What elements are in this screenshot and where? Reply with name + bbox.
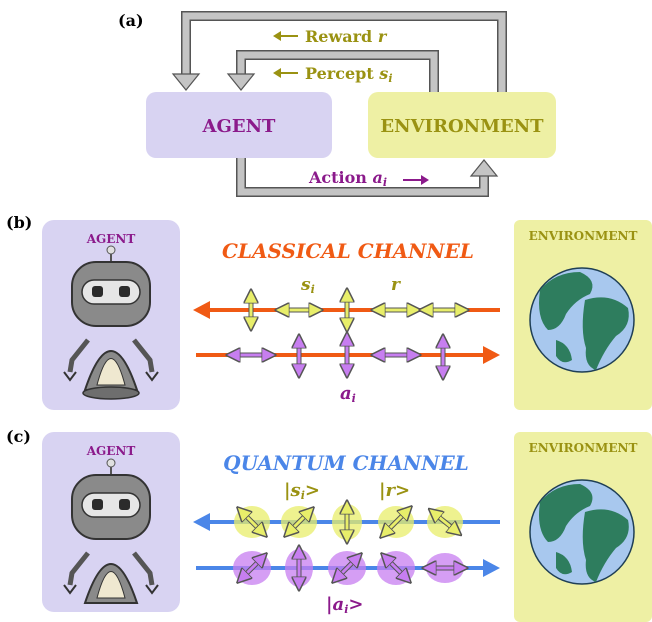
- agent-label-c: AGENT: [86, 444, 136, 458]
- ket-a-sub: i: [344, 603, 348, 616]
- action-arrowhead: [469, 159, 499, 177]
- panel-a-tag: (a): [118, 11, 144, 30]
- label-a: ai: [340, 383, 356, 405]
- percept-loop: [237, 51, 438, 115]
- robot-left-arm: [67, 338, 90, 373]
- environment-label-c: ENVIRONMENT: [529, 441, 638, 455]
- ket-s-close: >: [305, 480, 320, 501]
- label-s: si: [300, 275, 315, 296]
- robot-left-arm: [67, 551, 90, 586]
- ket-a: |ai>: [326, 594, 364, 616]
- percept-label: Percept si: [273, 64, 393, 85]
- ket-s-sub: i: [301, 489, 305, 502]
- percept-text: Percept: [305, 64, 374, 83]
- environment-label-b: ENVIRONMENT: [529, 229, 638, 243]
- percept-arrowhead: [226, 73, 256, 91]
- quantum-yellow-qubits: [234, 504, 463, 540]
- panel-b-tag: (b): [6, 213, 32, 232]
- classical-yellow-arrows: [251, 293, 464, 327]
- globe-c: [529, 479, 635, 585]
- svg-text:Action ai: Action ai: [308, 168, 387, 189]
- percept-subscript: i: [388, 72, 392, 85]
- panel-c-tag: (c): [6, 427, 31, 446]
- label-s-main: s: [300, 275, 311, 295]
- agent-label: AGENT: [202, 116, 277, 137]
- classical-channel-title: CLASSICAL CHANNEL: [222, 239, 474, 263]
- percept-symbol: s: [378, 64, 388, 83]
- ket-a-close: >: [348, 594, 363, 615]
- quantum-channel-title: QUANTUM CHANNEL: [223, 451, 469, 475]
- agent-box: [146, 92, 332, 158]
- action-subscript: i: [383, 176, 387, 189]
- robot-right-arm: [132, 338, 155, 373]
- action-loop: [237, 150, 488, 196]
- classical-purple-arrows: [231, 337, 443, 375]
- svg-text:Reward r: Reward r: [305, 27, 388, 46]
- label-a-main: a: [340, 383, 352, 404]
- ket-a-main: |a: [326, 594, 344, 615]
- agent-label-b: AGENT: [86, 232, 136, 246]
- robot-b: [63, 245, 159, 400]
- action-text: Action: [308, 168, 367, 187]
- panel-b: (b) AGENT ENVIRONMENT CLASSICAL CHA: [6, 213, 652, 410]
- robot-c: [63, 458, 159, 604]
- label-r: r: [391, 275, 401, 295]
- label-s-sub: i: [311, 283, 315, 296]
- label-a-sub: i: [352, 392, 356, 405]
- reward-arrowhead: [171, 73, 201, 91]
- globe-b: [529, 267, 635, 373]
- environment-box: [368, 92, 556, 158]
- quantum-purple-qubits: [233, 549, 464, 587]
- ket-r: |r>: [379, 480, 410, 501]
- reward-loop: [182, 12, 506, 115]
- ket-s-main: |s: [284, 480, 301, 501]
- action-symbol: a: [373, 168, 383, 187]
- reward-label: Reward r: [273, 27, 388, 46]
- panel-c: (c) AGENT ENVIRONMENT QUANTUM CHANNEL: [6, 427, 652, 622]
- reward-symbol: r: [378, 27, 388, 46]
- panel-a: (a) AGENT ENVIRONMENT Reward r Percept s: [118, 11, 556, 197]
- ket-s: |si>: [284, 480, 320, 502]
- environment-label: ENVIRONMENT: [380, 116, 544, 137]
- robot-right-arm: [132, 551, 155, 586]
- svg-text:Percept si: Percept si: [305, 64, 393, 85]
- action-label: Action ai: [308, 168, 429, 189]
- reward-text: Reward: [305, 27, 372, 46]
